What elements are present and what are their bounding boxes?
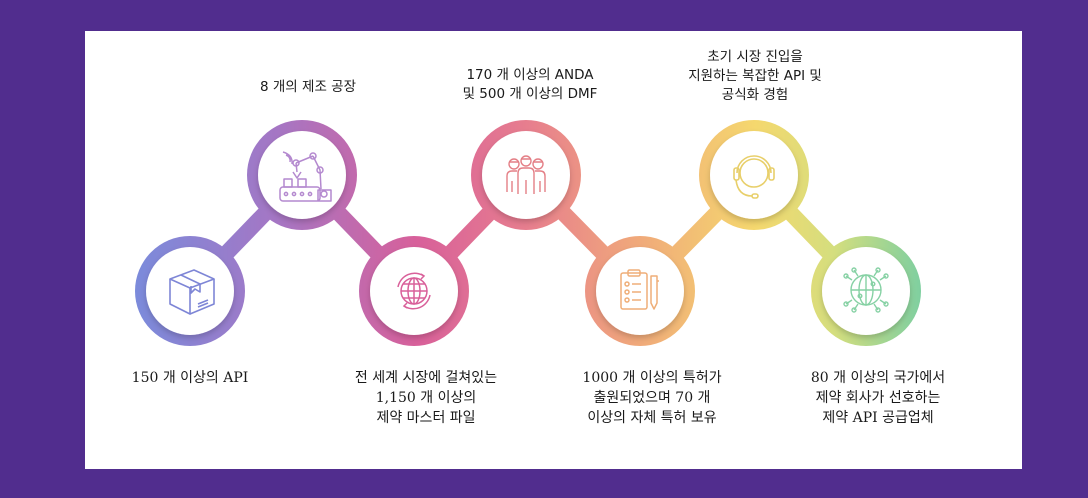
step-5-label: 1000 개 이상의 특허가 출원되었으며 70 개 이상의 자체 특허 보유 [582,368,721,428]
step-4-label: 170 개 이상의 ANDA 및 500 개 이상의 DMF [463,66,598,104]
step-3-label: 전 세계 시장에 걸쳐있는 1,150 개 이상의 제약 마스터 파일 [355,368,497,428]
step-6-line-3: 공식화 경험 [721,87,789,103]
step-1-label: 150 개 이상의 API [132,368,249,388]
team-people-icon [506,155,546,194]
step-3-line-3: 제약 마스터 파일 [376,410,476,426]
step-6-label: 초기 시장 진입을 지원하는 복잡한 API 및 공식화 경험 [688,48,822,105]
box-package-icon [169,269,215,315]
step-2-label: 8 개의 제조 공장 [260,78,356,97]
robotic-arm-factory-icon [279,151,332,202]
step-4-line-2: 및 500 개 이상의 DMF [462,86,598,102]
step-7-label: 80 개 이상의 국가에서 제약 회사가 선호하는 제약 API 공급업체 [811,368,945,428]
step-5-line-1: 1000 개 이상의 특허가 [582,370,722,386]
step-4-line-1: 170 개 이상의 ANDA [466,67,594,83]
step-6-line-2: 지원하는 복잡한 API 및 [688,68,822,84]
step-5-line-2: 출원되었으며 70 개 [593,390,711,406]
globe-rotate-icon [397,272,431,310]
step-1-line-1: 150 개 이상의 API [131,370,249,386]
headset-support-icon [733,155,775,199]
step-7-line-2: 제약 회사가 선호하는 [815,390,941,406]
step-5-line-3: 이상의 자체 특허 보유 [587,410,717,426]
step-7-line-1: 80 개 이상의 국가에서 [810,370,946,386]
clipboard-checklist-icon [620,269,659,310]
step-2-line-1: 8 개의 제조 공장 [260,79,356,95]
inner-discs [146,131,910,335]
step-6-line-1: 초기 시장 진입을 [707,49,803,65]
step-7-line-3: 제약 API 공급업체 [822,410,934,426]
step-3-line-1: 전 세계 시장에 걸쳐있는 [354,370,498,386]
step-3-line-2: 1,150 개 이상의 [375,390,477,406]
global-network-icon [843,267,889,313]
